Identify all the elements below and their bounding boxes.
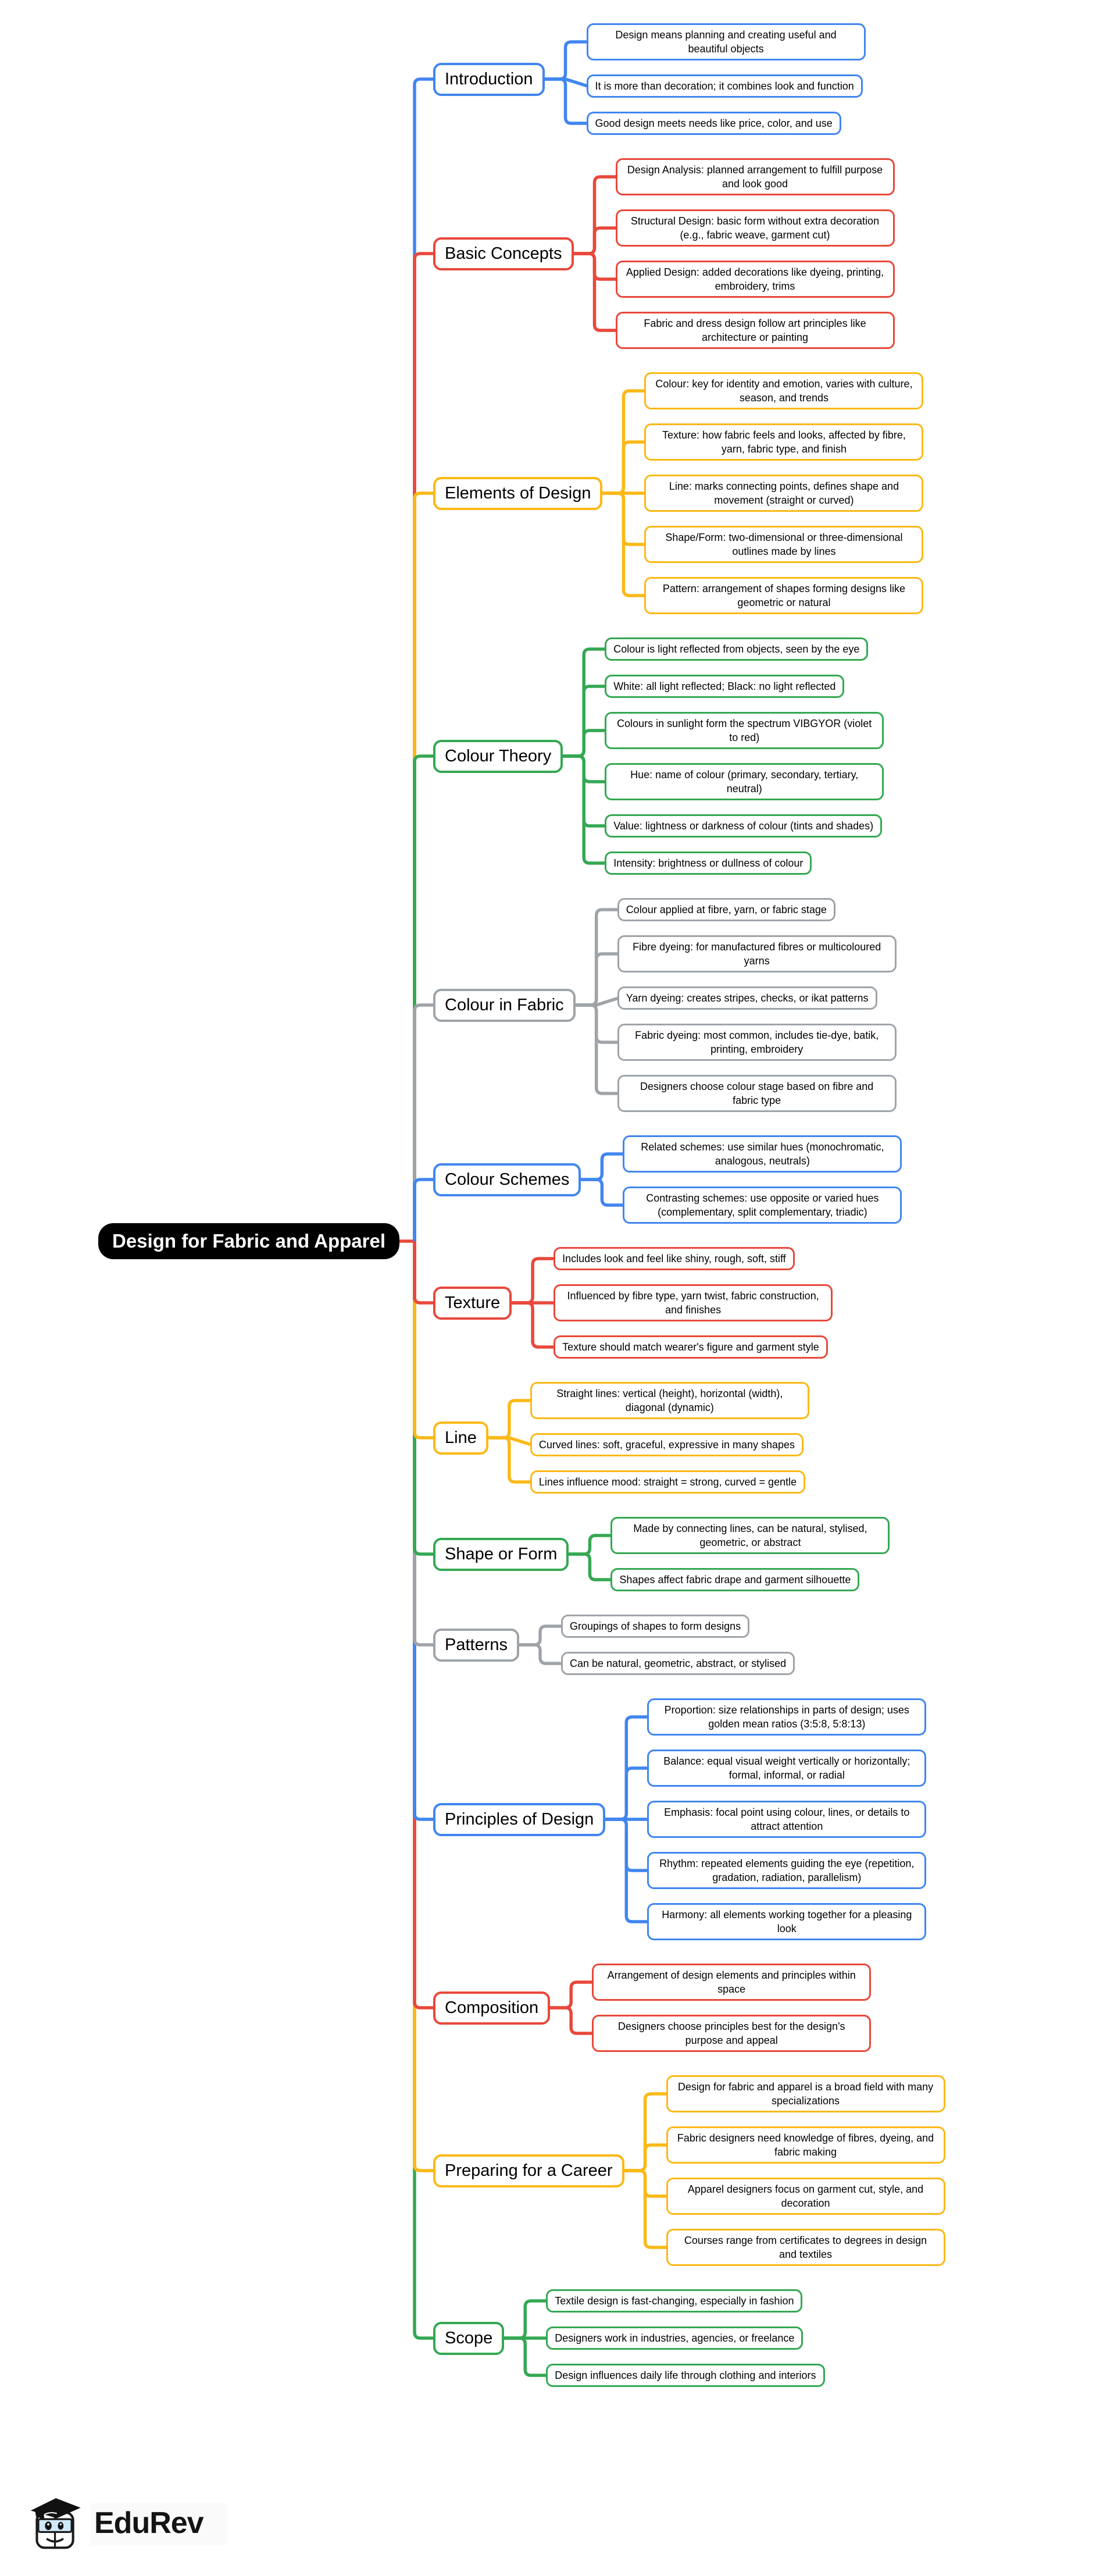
branch-node-texture: Texture bbox=[433, 1286, 512, 1320]
branch-node-patterns: Patterns bbox=[433, 1628, 519, 1662]
leaf-node: Colour is light reflected from objects, … bbox=[605, 637, 869, 661]
leaves-column: Colour applied at fibre, yarn, or fabric… bbox=[617, 898, 897, 1112]
leaf-node: Hue: name of colour (primary, secondary,… bbox=[605, 763, 884, 800]
branch-group-patterns: Patterns Groupings of shapes to form desi… bbox=[433, 1615, 945, 1675]
branch-group-elements-of-design: Elements of Design Colour: key for identi… bbox=[433, 372, 945, 614]
leaf-node: Balance: equal visual weight vertically … bbox=[647, 1750, 927, 1787]
branch-group-introduction: Introduction Design means planning and cr… bbox=[433, 23, 945, 135]
branch-group-composition: Composition Arrangement of design element… bbox=[433, 1964, 945, 2052]
leaves-column: Design Analysis: planned arrangement to … bbox=[615, 158, 895, 349]
leaf-node: Designers choose principles best for the… bbox=[592, 2015, 872, 2052]
leaf-node: Design for fabric and apparel is a broad… bbox=[666, 2075, 945, 2112]
root-node: Design for Fabric and Apparel bbox=[98, 1223, 400, 1259]
leaf-node: Emphasis: focal point using colour, line… bbox=[647, 1801, 927, 1838]
leaf-node: Shapes affect fabric drape and garment s… bbox=[610, 1568, 860, 1591]
branch-node-scope: Scope bbox=[433, 2321, 505, 2355]
branch-group-colour-schemes: Colour Schemes Related schemes: use simil… bbox=[433, 1135, 945, 1224]
leaves-column: Design means planning and creating usefu… bbox=[586, 23, 866, 135]
leaf-node: Fabric designers need knowledge of fibre… bbox=[666, 2126, 945, 2164]
branch-node-principles-of-design: Principles of Design bbox=[433, 1802, 606, 1836]
branch-node-basic-concepts: Basic Concepts bbox=[433, 237, 574, 270]
edurev-logo-text: EduRev bbox=[91, 2503, 227, 2545]
branch-group-scope: Scope Textile design is fast-changing, es… bbox=[433, 2289, 945, 2387]
leaves-column: Made by connecting lines, can be natural… bbox=[610, 1517, 890, 1591]
leaf-node: Related schemes: use similar hues (monoc… bbox=[623, 1135, 902, 1173]
leaf-node: Fabric and dress design follow art princ… bbox=[615, 312, 895, 349]
leaf-node: Design Analysis: planned arrangement to … bbox=[615, 158, 895, 195]
leaf-node: Arrangement of design elements and princ… bbox=[592, 1964, 872, 2001]
leaf-node: Groupings of shapes to form designs bbox=[561, 1615, 750, 1638]
leaf-node: Apparel designers focus on garment cut, … bbox=[666, 2178, 945, 2215]
branch-group-principles-of-design: Principles of Design Proportion: size rel… bbox=[433, 1698, 945, 1940]
branch-node-colour-schemes: Colour Schemes bbox=[433, 1163, 581, 1196]
leaf-node: Texture should match wearer's figure and… bbox=[554, 1335, 828, 1359]
branch-group-colour-in-fabric: Colour in Fabric Colour applied at fibre,… bbox=[433, 898, 945, 1112]
branch-group-colour-theory: Colour Theory Colour is light reflected f… bbox=[433, 637, 945, 875]
leaf-node: Yarn dyeing: creates stripes, checks, or… bbox=[617, 986, 877, 1010]
leaf-node: Contrasting schemes: use opposite or var… bbox=[623, 1187, 902, 1224]
leaves-column: Arrangement of design elements and princ… bbox=[592, 1964, 872, 2052]
leaves-column: Design for fabric and apparel is a broad… bbox=[666, 2075, 945, 2266]
leaves-column: Proportion: size relationships in parts … bbox=[647, 1698, 927, 1940]
leaves-column: Straight lines: vertical (height), horiz… bbox=[530, 1382, 809, 1494]
leaf-node: Designers choose colour stage based on f… bbox=[617, 1075, 897, 1112]
branch-group-basic-concepts: Basic Concepts Design Analysis: planned a… bbox=[433, 158, 945, 349]
leaves-column: Textile design is fast-changing, especia… bbox=[546, 2289, 825, 2387]
leaf-node: Colours in sunlight form the spectrum VI… bbox=[605, 712, 884, 749]
leaf-node: Rhythm: repeated elements guiding the ey… bbox=[647, 1852, 927, 1889]
branch-node-colour-in-fabric: Colour in Fabric bbox=[433, 988, 576, 1022]
leaf-node: Curved lines: soft, graceful, expressive… bbox=[530, 1433, 804, 1456]
leaf-node: Good design meets needs like price, colo… bbox=[586, 112, 841, 135]
branch-group-preparing-for-a-career: Preparing for a Career Design for fabric … bbox=[433, 2075, 945, 2266]
branch-group-texture: Texture Includes look and feel like shiny… bbox=[433, 1247, 945, 1359]
branch-group-line: Line Straight lines: vertical (height), h… bbox=[433, 1382, 945, 1494]
leaf-node: Colour applied at fibre, yarn, or fabric… bbox=[617, 898, 835, 921]
branch-node-introduction: Introduction bbox=[433, 62, 545, 96]
edurev-logo: EduRev bbox=[30, 2493, 227, 2554]
leaf-node: Courses range from certificates to degre… bbox=[666, 2229, 945, 2266]
branch-node-preparing-for-a-career: Preparing for a Career bbox=[433, 2154, 624, 2187]
branch-node-composition: Composition bbox=[433, 1991, 551, 2025]
leaf-node: Pattern: arrangement of shapes forming d… bbox=[644, 577, 924, 614]
leaves-column: Related schemes: use similar hues (monoc… bbox=[623, 1135, 902, 1224]
branch-node-line: Line bbox=[433, 1421, 488, 1455]
leaf-node: Line: marks connecting points, defines s… bbox=[644, 475, 924, 512]
leaf-node: Fibre dyeing: for manufactured fibres or… bbox=[617, 935, 897, 972]
leaf-node: Design means planning and creating usefu… bbox=[586, 23, 866, 60]
leaf-node: Textile design is fast-changing, especia… bbox=[546, 2289, 803, 2313]
leaf-node: Applied Design: added decorations like d… bbox=[615, 261, 895, 298]
leaf-node: Structural Design: basic form without ex… bbox=[615, 209, 895, 247]
graduation-cap-mascot-icon bbox=[30, 2493, 83, 2554]
leaf-node: Proportion: size relationships in parts … bbox=[647, 1698, 927, 1736]
leaf-node: Value: lightness or darkness of colour (… bbox=[605, 814, 883, 838]
leaves-column: Includes look and feel like shiny, rough… bbox=[554, 1247, 833, 1359]
leaf-node: It is more than decoration; it combines … bbox=[586, 74, 863, 98]
leaf-node: Intensity: brightness or dullness of col… bbox=[605, 851, 812, 875]
branch-node-shape-or-form: Shape or Form bbox=[433, 1537, 569, 1571]
leaf-node: Fabric dyeing: most common, includes tie… bbox=[617, 1024, 897, 1061]
leaf-node: Lines influence mood: straight = strong,… bbox=[530, 1470, 806, 1494]
leaf-node: Designers work in industries, agencies, … bbox=[546, 2326, 804, 2350]
leaf-node: Texture: how fabric feels and looks, aff… bbox=[644, 423, 924, 461]
branch-node-elements-of-design: Elements of Design bbox=[433, 476, 603, 510]
leaves-column: Colour: key for identity and emotion, va… bbox=[644, 372, 924, 614]
leaf-node: Straight lines: vertical (height), horiz… bbox=[530, 1382, 809, 1419]
branches: Introduction Design means planning and cr… bbox=[433, 23, 945, 2387]
leaf-node: Design influences daily life through clo… bbox=[546, 2364, 825, 2387]
branch-group-shape-or-form: Shape or Form Made by connecting lines, c… bbox=[433, 1517, 945, 1591]
leaf-node: White: all light reflected; Black: no li… bbox=[605, 675, 845, 698]
leaf-node: Harmony: all elements working together f… bbox=[647, 1903, 927, 1940]
leaves-column: Colour is light reflected from objects, … bbox=[605, 637, 884, 875]
leaf-node: Made by connecting lines, can be natural… bbox=[610, 1517, 890, 1554]
leaf-node: Shape/Form: two-dimensional or three-dim… bbox=[644, 526, 924, 563]
leaf-node: Colour: key for identity and emotion, va… bbox=[644, 372, 924, 409]
leaf-node: Includes look and feel like shiny, rough… bbox=[554, 1247, 795, 1270]
leaf-node: Influenced by fibre type, yarn twist, fa… bbox=[554, 1284, 833, 1321]
branch-node-colour-theory: Colour Theory bbox=[433, 739, 563, 773]
leaf-node: Can be natural, geometric, abstract, or … bbox=[561, 1652, 795, 1675]
